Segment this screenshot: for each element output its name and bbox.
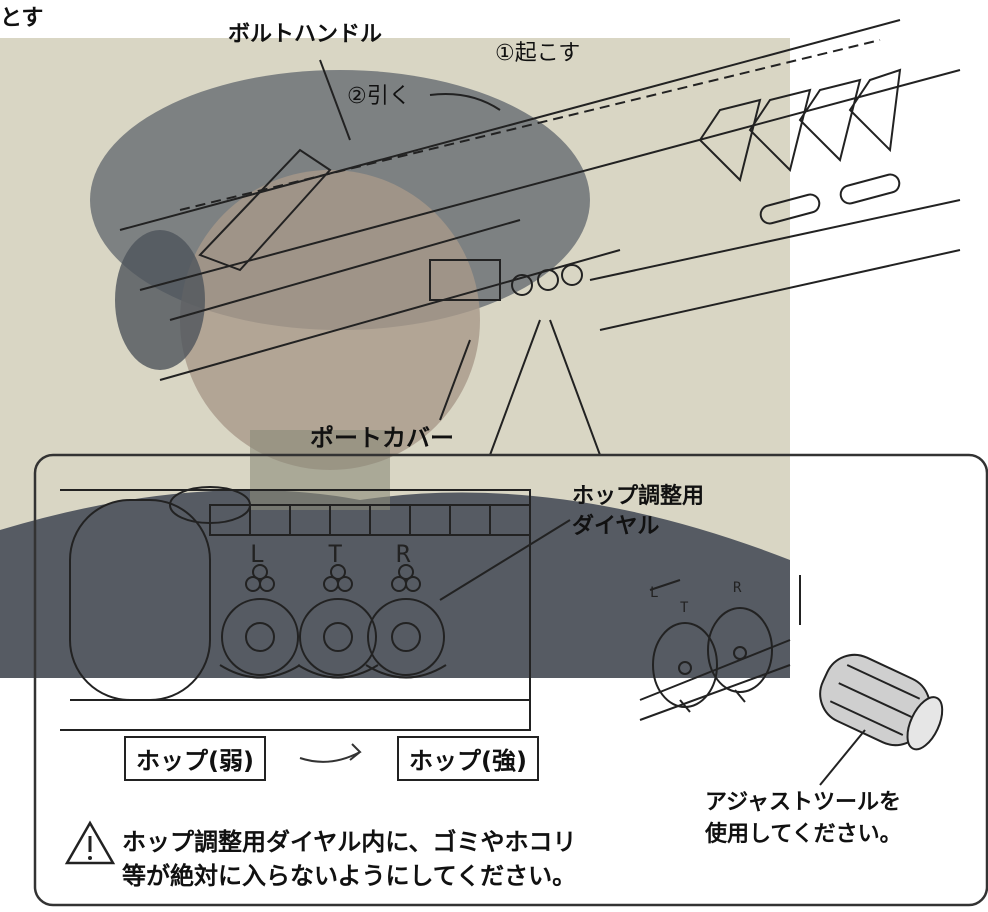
warning-text-line1: ホップ調整用ダイヤル内に、ゴミやホコリ	[122, 828, 577, 856]
rifle-line-art	[119, 19, 961, 456]
hop-weak-box: ホップ(弱)	[124, 736, 266, 781]
small-dial-letter-l: L	[650, 585, 659, 601]
hop-arrow	[299, 743, 362, 763]
person-photo	[0, 70, 790, 678]
warning-text-line2: 等が絶対に入らないようにしてください。	[122, 862, 577, 890]
tool-label-line1: アジャストツールを	[705, 790, 902, 815]
hop-strong-box: ホップ(強)	[397, 736, 539, 781]
small-dial-letter-r: R	[733, 580, 742, 596]
detail-panel	[33, 453, 988, 907]
tool-label-line2: 使用してください。	[705, 822, 902, 847]
port-cover-label: ポートカバー	[310, 424, 454, 452]
small-dial-letter-t: T	[680, 600, 689, 616]
hop-dial-label-line1: ホップ調整用	[572, 484, 705, 509]
dial-closeup	[60, 486, 571, 731]
warning-icon	[64, 820, 116, 865]
dial-letter-t: T	[328, 540, 343, 568]
hop-dial-label-line2: ダイヤル	[572, 514, 660, 539]
dial-letter-l: L	[250, 540, 265, 568]
step2-label: ②引く	[347, 84, 411, 109]
corner-text: とす	[0, 6, 44, 31]
bolt-handle-label: ボルトハンドル	[228, 22, 383, 47]
dial-letter-r: R	[396, 540, 411, 568]
step1-label: ①起こす	[495, 41, 581, 66]
tool-illustration	[639, 575, 944, 786]
